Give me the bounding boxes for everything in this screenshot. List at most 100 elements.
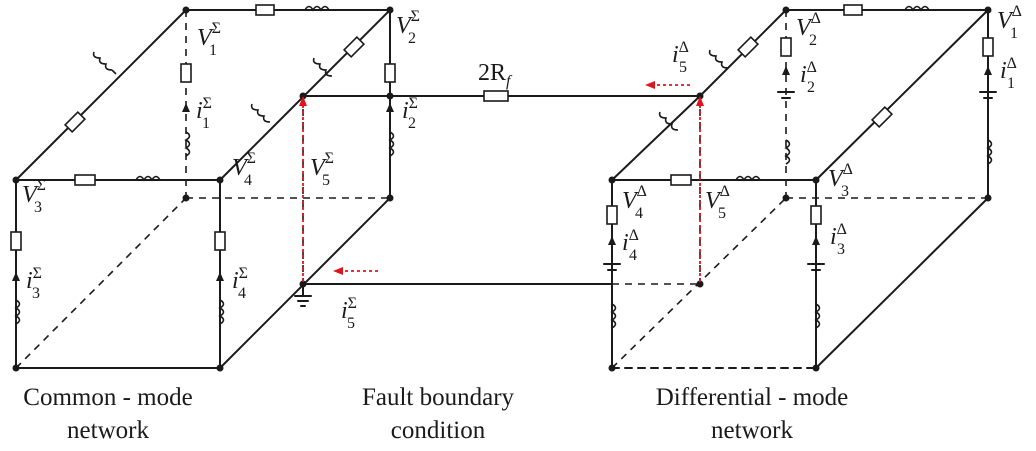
label-sub: 1 [209, 42, 217, 59]
node [182, 194, 190, 202]
label-base: V [997, 8, 1014, 34]
label-sup: Σ [325, 150, 334, 167]
current-arrow-icon [812, 236, 820, 245]
label-sub: 1 [1010, 25, 1018, 42]
label-sub: 5 [347, 315, 355, 332]
node [12, 176, 20, 184]
wire [815, 9, 989, 181]
label-base: V [197, 25, 214, 51]
resistor-symbol [63, 110, 87, 134]
label-sub: 2 [809, 32, 817, 49]
label-base: V [828, 166, 845, 192]
label-sup: Σ [33, 265, 42, 282]
inductor-symbol [312, 57, 333, 77]
resistor-symbol [670, 174, 692, 186]
label-sup: Δ [837, 221, 847, 238]
captions: Common - mode network Fault boundary con… [23, 384, 848, 444]
label-sub: 2 [408, 115, 416, 132]
node [386, 92, 394, 100]
inductor-symbol [135, 175, 161, 182]
node [984, 194, 992, 202]
node [984, 6, 992, 14]
label-sub: 3 [841, 183, 849, 200]
resistor-symbol [780, 37, 792, 57]
node [216, 364, 224, 372]
label-V5-sigma: VΣ 5 [310, 150, 334, 189]
label-sup: Σ [348, 295, 357, 312]
inductor-symbol [658, 111, 679, 131]
current-arrow-icon [645, 81, 655, 89]
label-base: i [341, 298, 348, 324]
label-base: V [232, 155, 249, 181]
label-i5-sigma: iΣ 5 [341, 295, 357, 332]
label-fault-resistor: 2Rf [478, 60, 513, 90]
node [782, 194, 790, 202]
common-mode-network [10, 4, 701, 372]
label-sup: Δ [811, 10, 821, 27]
label-sup: Δ [1007, 55, 1017, 72]
node [386, 6, 394, 14]
label-base: i [800, 62, 807, 88]
wire [815, 197, 989, 369]
inductor-symbol [184, 131, 191, 157]
resistor-symbol [810, 205, 822, 225]
label-sup: Δ [720, 183, 730, 200]
resistor-symbol [342, 35, 366, 59]
current-arrow-icon [608, 236, 616, 245]
resistor-symbol [255, 4, 275, 16]
node [608, 364, 616, 372]
label-sup: Σ [239, 265, 248, 282]
node [182, 6, 190, 14]
label-base: V [622, 188, 639, 214]
wire [611, 95, 701, 181]
label-base: i [232, 268, 239, 294]
resistor-symbol [982, 37, 994, 57]
voltage-arrow-icon [299, 96, 307, 106]
label-base: 2R [478, 60, 506, 86]
label-base: i [26, 268, 33, 294]
label-sub: 2 [807, 79, 815, 96]
label-sub: 4 [244, 172, 252, 189]
current-arrow-icon [782, 66, 790, 75]
resistor-symbol [214, 231, 226, 251]
label-sub: 3 [32, 285, 40, 302]
label-sup: Σ [37, 177, 46, 194]
voltage-arrow-icon [696, 96, 704, 106]
node [12, 364, 20, 372]
inductor-symbol [610, 303, 617, 329]
label-sub: 1 [202, 115, 210, 132]
label-sub: 5 [322, 172, 330, 189]
current-arrow-icon [216, 272, 224, 281]
caption-diff-line1: Differential - mode [656, 384, 849, 411]
node [608, 176, 616, 184]
inductor-symbol [708, 49, 729, 69]
label-base: i [622, 230, 629, 256]
current-arrow-icon [333, 267, 343, 275]
label-sub: 5 [679, 59, 687, 76]
label-base: i [196, 98, 203, 124]
label-sup: Δ [637, 183, 647, 200]
node [812, 176, 820, 184]
label-sup: Δ [629, 227, 639, 244]
label-sub: 4 [635, 205, 643, 222]
inductor-symbol [735, 175, 761, 182]
inductor-symbol [304, 5, 330, 12]
resistor-symbol [843, 4, 863, 16]
inductor-symbol [250, 103, 271, 123]
label-base: V [310, 155, 327, 181]
node [216, 176, 224, 184]
